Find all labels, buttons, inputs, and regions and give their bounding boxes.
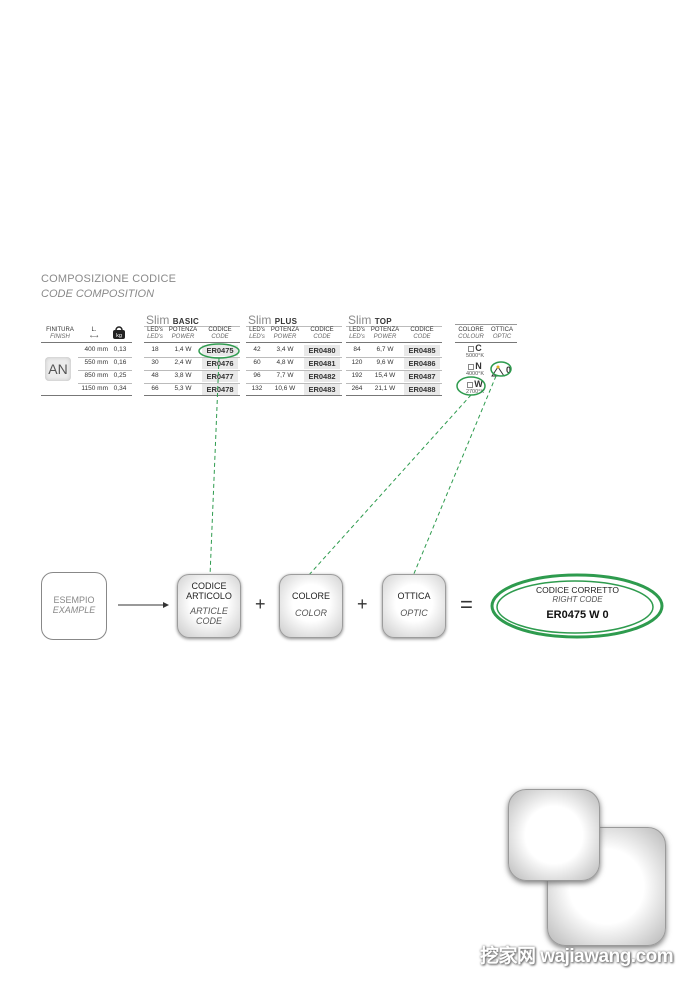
- code-cell: ER0476: [202, 358, 238, 369]
- length-cell: 850 mm: [84, 372, 108, 379]
- section-title: COMPOSIZIONE CODICE: [41, 273, 177, 285]
- example-box: ESEMPIO EXAMPLE: [41, 572, 107, 640]
- section-subtitle: CODE COMPOSITION: [41, 288, 155, 300]
- power-cell: 9,6 W: [376, 359, 394, 366]
- code-cell: ER0488: [404, 384, 440, 395]
- optic-value: 0: [506, 365, 512, 375]
- optic-box: OTTICA OPTIC: [382, 574, 446, 638]
- power-cell: 3,8 W: [174, 372, 192, 379]
- length-cell: 400 mm: [84, 346, 108, 353]
- color-option: N 4000°K: [465, 361, 485, 378]
- weight-cell: 0,13: [113, 346, 127, 353]
- product-square-front: [508, 789, 600, 881]
- weight-cell: 0,34: [113, 385, 127, 392]
- plus-sign-1: +: [255, 594, 266, 614]
- color-option: C 5000°K: [465, 343, 485, 360]
- leds-cell: 30: [151, 359, 159, 366]
- series-title: Slim TOP: [348, 313, 392, 327]
- code-cell: ER0477: [202, 371, 238, 382]
- power-cell: 4,8 W: [276, 359, 294, 366]
- code-cell: ER0487: [404, 371, 440, 382]
- series-title: Slim PLUS: [248, 313, 298, 327]
- power-cell: 3,4 W: [276, 346, 294, 353]
- plus-sign-2: +: [357, 594, 368, 614]
- weight-cell: 0,25: [113, 372, 127, 379]
- leds-cell: 66: [151, 385, 159, 392]
- weight-cell: 0,16: [113, 359, 127, 366]
- result-code: CODICE CORRETTO RIGHT CODE ER0475 W 0: [536, 585, 619, 621]
- weight-icon: kg: [112, 326, 126, 339]
- finish-badge: AN: [45, 357, 71, 381]
- color-box: COLORE COLOR: [279, 574, 343, 638]
- code-cell: ER0480: [304, 345, 340, 356]
- equals-sign: =: [460, 592, 473, 617]
- leds-cell: 96: [253, 372, 261, 379]
- power-cell: 2,4 W: [174, 359, 192, 366]
- code-cell: ER0486: [404, 358, 440, 369]
- leds-cell: 192: [351, 372, 363, 379]
- power-cell: 21,1 W: [374, 385, 396, 392]
- color-option: W 2700°K: [465, 379, 485, 396]
- leds-cell: 264: [351, 385, 363, 392]
- code-cell: ER0478: [202, 384, 238, 395]
- leds-cell: 48: [151, 372, 159, 379]
- code-cell: ER0483: [304, 384, 340, 395]
- code-highlight: [198, 343, 240, 359]
- length-cell: 1150 mm: [81, 385, 108, 392]
- checkbox-icon: [468, 363, 475, 370]
- svg-text:kg: kg: [116, 333, 122, 339]
- optic-highlight: [490, 361, 512, 377]
- leds-cell: 18: [151, 346, 159, 353]
- leds-cell: 42: [253, 346, 261, 353]
- length-header: L. ⟷: [80, 327, 108, 341]
- power-cell: 5,3 W: [174, 385, 192, 392]
- power-cell: 1,4 W: [174, 346, 192, 353]
- power-cell: 6,7 W: [376, 346, 394, 353]
- leds-cell: 84: [353, 346, 361, 353]
- code-cell: ER0481: [304, 358, 340, 369]
- series-title: Slim BASIC: [146, 313, 200, 327]
- watermark: 挖家网 wajiawang.com: [480, 946, 674, 967]
- power-cell: 7,7 W: [276, 372, 294, 379]
- leds-cell: 132: [251, 385, 263, 392]
- power-cell: 10,6 W: [274, 385, 296, 392]
- checkbox-icon: [467, 381, 474, 388]
- code-cell: ER0485: [404, 345, 440, 356]
- code-cell: ER0482: [304, 371, 340, 382]
- leds-cell: 120: [351, 359, 363, 366]
- leds-cell: 60: [253, 359, 261, 366]
- length-cell: 550 mm: [84, 359, 108, 366]
- length-arrow-icon: ⟷: [89, 334, 99, 340]
- color-highlight: [456, 376, 486, 396]
- code-cell: ER0475: [202, 345, 238, 356]
- power-cell: 15,4 W: [374, 372, 396, 379]
- checkbox-icon: [468, 345, 475, 352]
- article-code-box: CODICE ARTICOLO ARTICLE CODE: [177, 574, 241, 638]
